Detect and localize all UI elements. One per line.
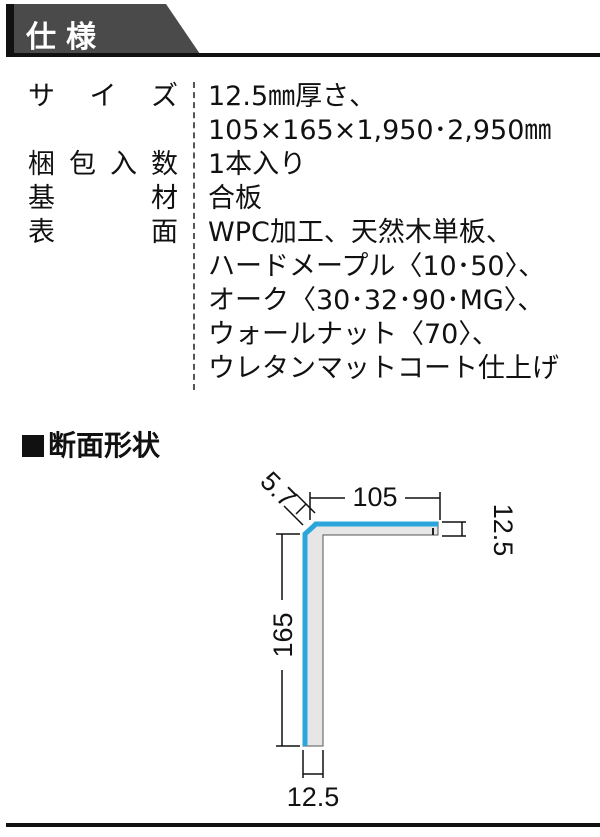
spec-label-size-text: サイズ	[28, 81, 178, 112]
spec-row-base: 基材 合板	[28, 182, 588, 216]
dimension-thickness-bottom	[302, 750, 324, 778]
dim-height-label: 165	[268, 612, 298, 657]
spec-label-package-text: 梱包入数	[28, 149, 178, 180]
spec-label-base: 基材	[28, 182, 178, 216]
spec-row-surface: 表面 WPC加工、天然木単板、 ハードメープル〈10･50〉、 オーク〈30･3…	[28, 216, 588, 386]
spec-label-surface: 表面	[28, 216, 178, 250]
spec-divider	[193, 82, 195, 390]
face-highlight	[302, 521, 438, 746]
spec-label-package: 梱包入数	[28, 148, 178, 182]
spec-row-size: サイズ 12.5㎜厚さ、 105×165×1,950･2,950㎜	[28, 80, 588, 148]
header-tab-shape	[6, 4, 200, 54]
spec-value-surface-1: WPC加工、天然木単板、	[208, 217, 513, 248]
spec-label-base-text: 基材	[28, 183, 178, 214]
section-square-icon	[22, 435, 44, 457]
dim-thickness-top-label: 12.5	[488, 504, 518, 557]
spec-title: 仕様	[26, 20, 106, 55]
spec-value-surface-2: ハードメープル〈10･50〉、	[208, 251, 546, 282]
spec-value-base: 合板	[208, 183, 262, 214]
dimension-thickness-top	[442, 521, 466, 537]
spec-value-size-2: 105×165×1,950･2,950㎜	[208, 115, 552, 146]
spec-header-tab: 仕様	[6, 4, 200, 56]
cross-section-diagram: 105 12.5 5.7 165 12.5	[254, 470, 518, 812]
spec-value-surface-5: ウレタンマットコート仕上げ	[208, 353, 559, 384]
spec-row-package: 梱包入数 1本入り	[28, 148, 588, 182]
spec-table: サイズ 12.5㎜厚さ、 105×165×1,950･2,950㎜ 梱包入数 1…	[28, 80, 588, 386]
dim-thickness-bottom-label: 12.5	[287, 782, 340, 812]
profile-shape	[302, 521, 439, 747]
section-title-text: 断面形状	[48, 429, 161, 462]
dimension-corner	[283, 493, 316, 526]
header-rule	[6, 53, 600, 57]
spec-label-size: サイズ	[28, 80, 178, 114]
spec-value-size-1: 12.5㎜厚さ、	[208, 81, 377, 112]
bottom-rule	[6, 823, 600, 827]
spec-value-surface-4: ウォールナット〈70〉、	[208, 319, 499, 350]
spec-value-package: 1本入り	[208, 149, 307, 180]
section-title: 断面形状	[22, 424, 160, 464]
spec-value-surface-3: オーク〈30･32･90･MG〉、	[208, 285, 545, 316]
dim-width-label: 105	[352, 482, 397, 512]
spec-label-surface-text: 表面	[28, 217, 178, 248]
dim-corner-label: 5.7	[254, 470, 302, 514]
